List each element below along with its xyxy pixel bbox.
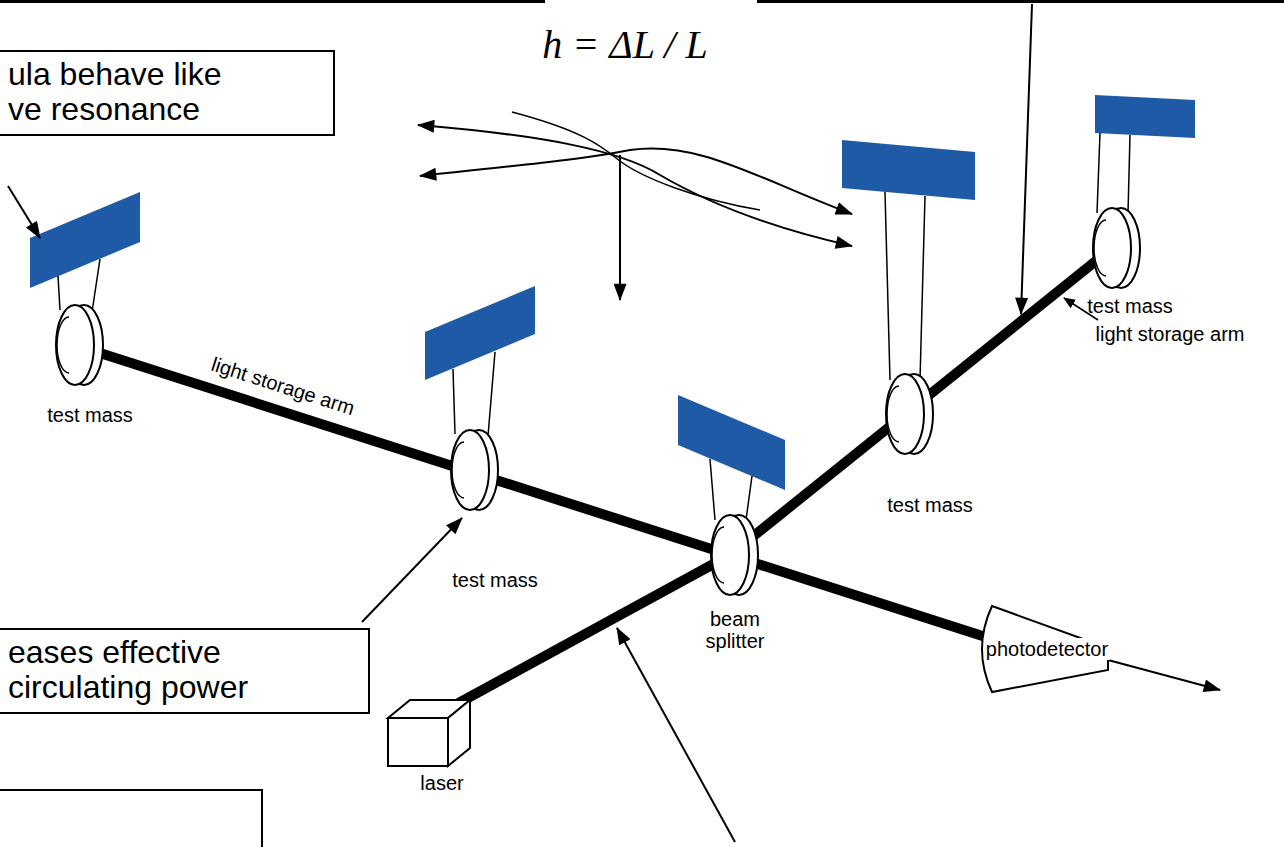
laser-box (388, 700, 470, 766)
suspension-wires (58, 133, 1130, 520)
part-label: test mass (887, 494, 973, 516)
part-label: laser (420, 772, 463, 794)
part-label: test mass (47, 404, 133, 426)
arm-label: light storage arm (1096, 323, 1245, 345)
callout-text: ula behave like ve resonance (8, 57, 243, 126)
part-label: beam splitter (695, 608, 775, 652)
strain-formula: h = ΔL / L (542, 23, 707, 67)
part-label: photodetector (984, 638, 1110, 660)
callout-text: eases effective circulating power (8, 635, 328, 704)
callout-box: eases effective circulating power (0, 628, 370, 714)
part-label: test mass (452, 569, 538, 591)
gravitational-wave-symbol (418, 112, 852, 300)
optics (56, 208, 1140, 595)
suspension-plates (30, 95, 1195, 490)
callout-box: ula behave like ve resonance (0, 50, 335, 136)
part-label: test mass (1087, 295, 1173, 317)
